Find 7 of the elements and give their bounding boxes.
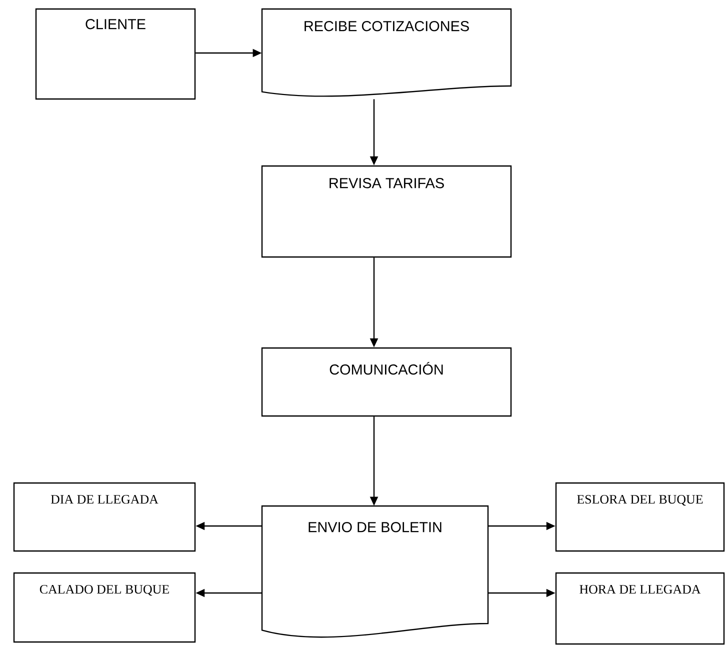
output-box: CALADO DEL BUQUE bbox=[13, 572, 196, 643]
output-box: HORA DE LLEGADA bbox=[555, 572, 725, 645]
output-box: ESLORA DEL BUQUE bbox=[555, 482, 725, 552]
output-box: DIA DE LLEGADA bbox=[13, 482, 196, 552]
process-box: CLIENTE bbox=[35, 8, 196, 100]
process-box: COMUNICACIÓN bbox=[261, 347, 512, 417]
process-box: REVISA TARIFAS bbox=[261, 165, 512, 258]
